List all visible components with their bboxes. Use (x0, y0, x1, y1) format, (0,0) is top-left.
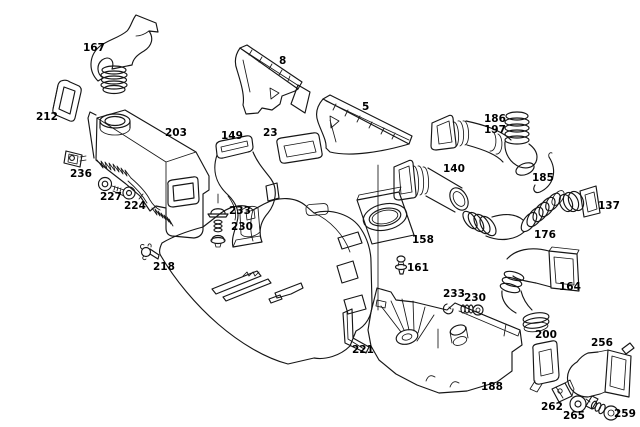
part-221-bracket (342, 308, 370, 354)
label-224: 224 (124, 200, 146, 212)
part-188-lower-duct-assembly (367, 287, 523, 394)
part-176-corrugated-elbow-hose (462, 190, 565, 241)
part-140-straight-duct (393, 159, 469, 213)
part-224-screw (111, 185, 136, 200)
part-149-center-duct (214, 135, 280, 248)
label-23: 23 (263, 127, 278, 139)
part-200-bezel-frame (529, 340, 560, 393)
part-233a-cap (207, 208, 229, 218)
label-262: 262 (541, 401, 563, 413)
part-164-elbow-duct-right (499, 246, 580, 333)
label-8: 8 (279, 55, 286, 67)
label-259: 259 (614, 408, 636, 420)
part-137-adapter-duct (558, 185, 601, 218)
label-230a: 230 (231, 221, 253, 233)
label-188: 188 (481, 381, 503, 393)
part-186-197-hose-assembly (430, 111, 538, 176)
part-23-gasket (276, 132, 323, 164)
part-5-defroster-nozzle-right (316, 94, 413, 155)
label-158: 158 (412, 234, 434, 246)
part-212-gasket-frame (52, 79, 82, 122)
part-233b-clip-ring (442, 303, 454, 315)
part-158-gasket-plate (356, 186, 415, 245)
central-firewall-mat-panel (158, 198, 373, 365)
part-185-retaining-strap (533, 152, 555, 194)
part-236-clip (63, 150, 87, 168)
label-167: 167 (83, 42, 105, 54)
label-265: 265 (563, 410, 585, 422)
label-5: 5 (362, 101, 369, 113)
label-236: 236 (70, 168, 92, 180)
part-265-grommet (569, 395, 587, 413)
part-203-air-distribution-housing (87, 109, 210, 239)
label-218: 218 (153, 261, 175, 273)
part-8-defroster-nozzle-left (234, 44, 311, 115)
label-227: 227 (100, 191, 122, 203)
label-233a: 233 (229, 205, 251, 217)
label-212: 212 (36, 111, 58, 123)
label-185: 185 (532, 172, 554, 184)
part-161-push-rivet (394, 255, 408, 275)
part-262-bracket (551, 379, 575, 403)
diagram-artwork (52, 14, 635, 421)
label-186: 186 (484, 113, 506, 125)
part-230a-screw (210, 219, 226, 248)
part-256-outlet-housing (566, 342, 635, 410)
part-230b-screw (460, 304, 484, 316)
label-176: 176 (534, 229, 556, 241)
label-203: 203 (165, 127, 187, 139)
label-256: 256 (591, 337, 613, 349)
part-259-screw (585, 398, 619, 421)
part-227-washer (97, 176, 113, 192)
label-140: 140 (443, 163, 465, 175)
label-149: 149 (221, 130, 243, 142)
part-167-elbow-duct (90, 14, 159, 95)
label-197: 197 (484, 124, 506, 136)
label-137: 137 (598, 200, 620, 212)
label-164: 164 (559, 281, 581, 293)
label-233b: 233 (443, 288, 465, 300)
label-161: 161 (407, 262, 429, 274)
callout-labels: 167 212 203 149 23 8 5 186 197 140 185 1… (36, 42, 636, 422)
label-221: 221 (352, 344, 374, 356)
separator-leader-lines (217, 164, 507, 349)
label-200: 200 (535, 329, 557, 341)
label-230b: 230 (464, 292, 486, 304)
part-218-clip-screw (140, 243, 160, 261)
